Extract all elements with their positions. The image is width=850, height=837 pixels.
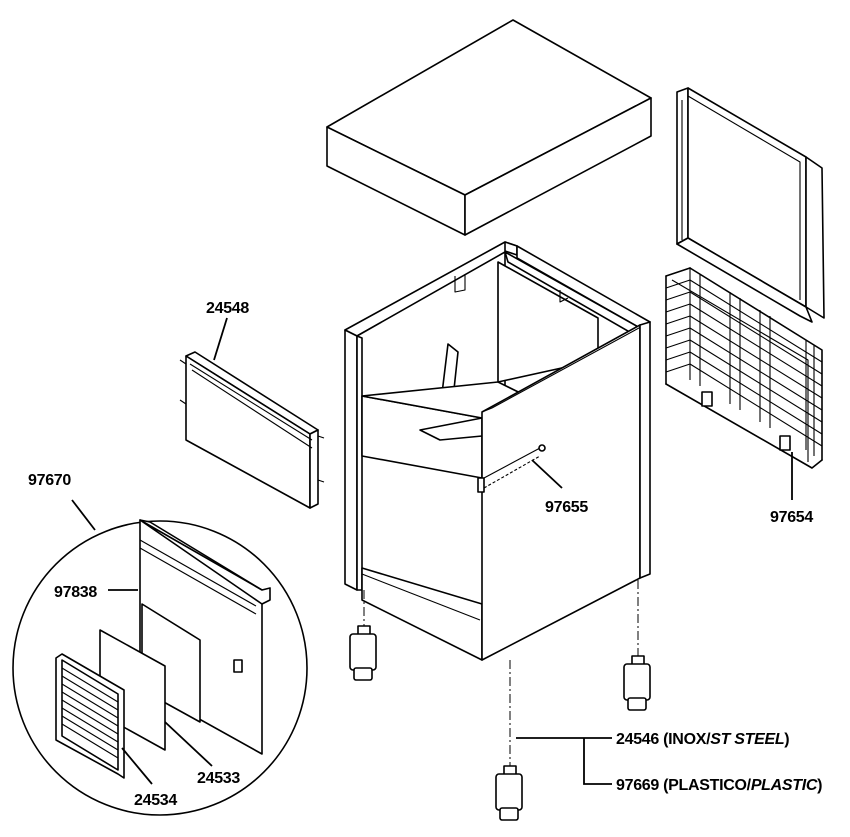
wire-shelf	[665, 267, 823, 469]
label-97670: 97670	[28, 472, 71, 489]
leg-left	[349, 590, 377, 681]
label-97669-code: 97669 (PLASTICO/	[616, 777, 752, 794]
label-24534: 24534	[134, 792, 177, 809]
label-97838: 97838	[54, 584, 97, 601]
rear-panel	[676, 87, 825, 323]
door-panel	[179, 351, 325, 509]
label-24546-code: 24546 (INOX/	[616, 731, 711, 748]
label-24548: 24548	[206, 300, 249, 317]
label-97655: 97655	[545, 499, 588, 516]
label-24546-english: ST STEEL	[710, 731, 784, 748]
label-24546: 24546 (INOX/ST STEEL)	[616, 731, 789, 748]
leg-right	[623, 580, 651, 711]
label-24533: 24533	[197, 770, 240, 787]
worktop-lid	[326, 19, 652, 236]
leg-front	[495, 660, 523, 821]
label-97669: 97669 (PLASTICO/PLASTIC)	[616, 777, 822, 794]
label-24546-close: )	[784, 731, 789, 748]
label-97669-close: )	[817, 777, 822, 794]
cabinet-body	[344, 241, 651, 661]
label-97669-english: PLASTIC	[751, 777, 818, 794]
label-97654: 97654	[770, 509, 813, 526]
leader-lines	[71, 317, 793, 785]
detail-circle	[12, 519, 308, 816]
